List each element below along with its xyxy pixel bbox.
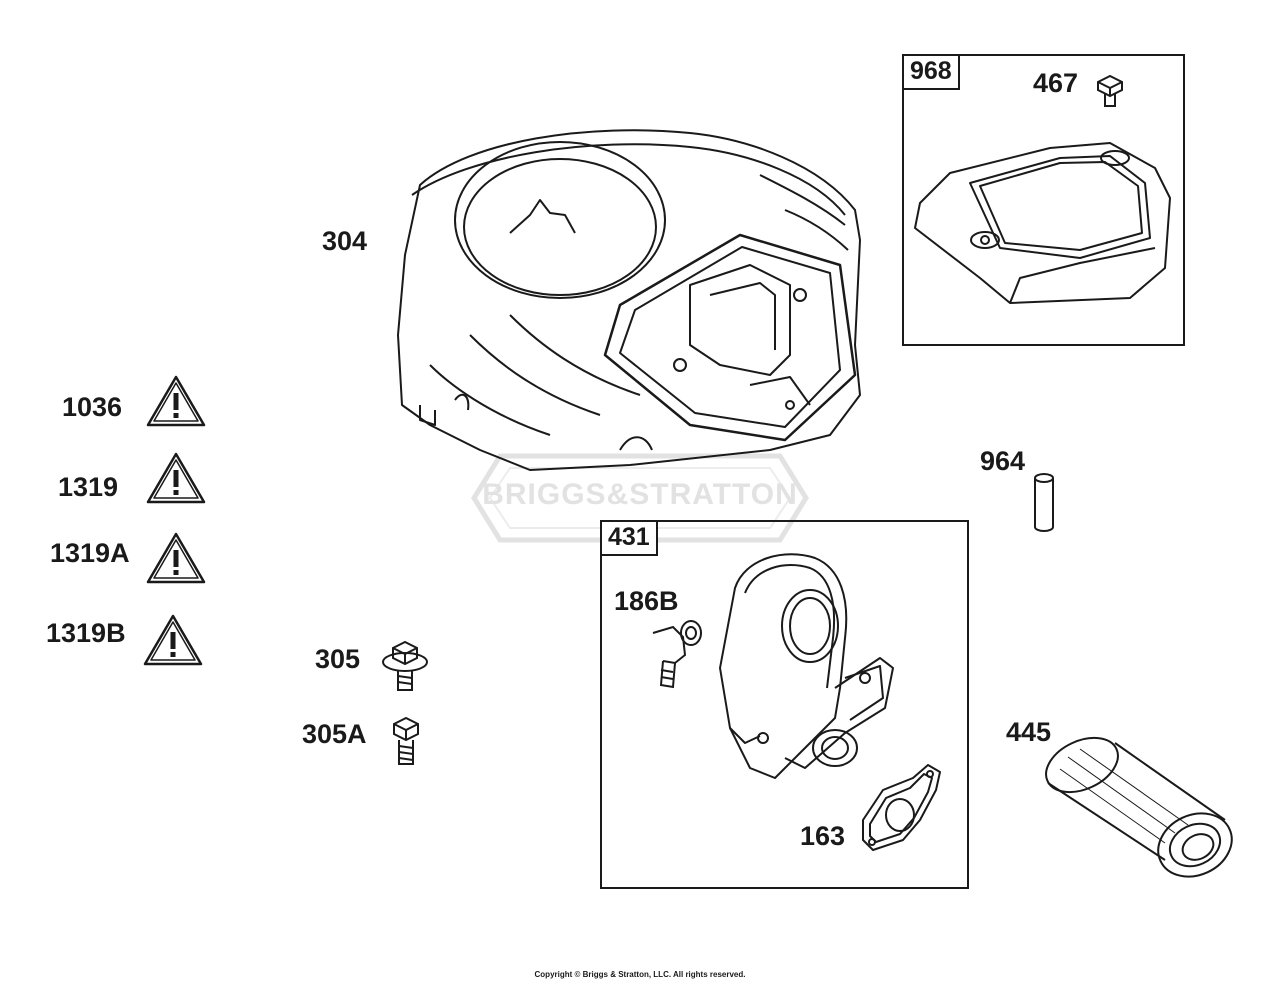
watermark-brand-text: BRIGGS&STRATTON: [482, 478, 798, 511]
part-label-186b: 186B: [614, 586, 679, 616]
air-intake-drawing: [719, 553, 894, 779]
warning-label-1319: 1319: [58, 472, 119, 502]
kit-431-box: 431: [600, 520, 969, 889]
part-label-304: 304: [322, 226, 368, 256]
kit-968-box: 968: [902, 54, 1185, 346]
warning-label-1319a: 1319A: [50, 538, 130, 568]
blower-housing-drawing: [397, 129, 861, 471]
watermark-hexagon-shape: [471, 453, 809, 543]
kit-431-label: 431: [602, 522, 658, 556]
brand-watermark: BRIGGS&STRATTON: [470, 450, 810, 546]
warning-triangle-icon: [146, 532, 206, 584]
part-label-163: 163: [800, 821, 846, 851]
screw-305a-drawing: [393, 716, 419, 765]
tube-964-drawing: [1034, 473, 1054, 532]
part-label-964: 964: [980, 446, 1026, 476]
fitting-186b-drawing: [652, 620, 702, 689]
part-label-467: 467: [1033, 68, 1079, 98]
gasket-163-drawing: [862, 764, 941, 851]
warning-triangle-icon: [146, 375, 206, 427]
warning-triangle-icon: [143, 614, 203, 666]
bolt-467-drawing: [1097, 74, 1123, 107]
part-label-445: 445: [1006, 717, 1052, 747]
warning-label-1036: 1036: [62, 392, 123, 422]
kit-968-label: 968: [904, 56, 960, 90]
filter-445-drawing: [1045, 736, 1233, 878]
warning-triangle-icon: [146, 452, 206, 504]
warning-label-1319b: 1319B: [46, 618, 126, 648]
part-label-305: 305: [315, 644, 361, 674]
copyright-footer: Copyright © Briggs & Stratton, LLC. All …: [534, 970, 746, 979]
screw-305-drawing: [382, 640, 428, 691]
cover-drawing: [914, 142, 1171, 304]
part-label-305a: 305A: [302, 719, 367, 749]
